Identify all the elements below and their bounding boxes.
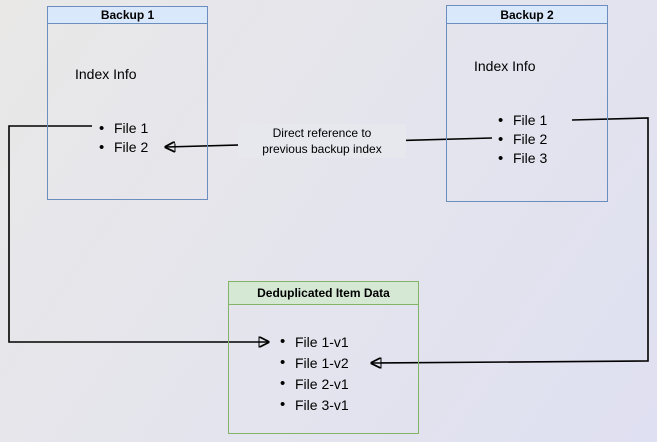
backup1-header: Backup 1 [48,7,207,24]
backup2-body: Index Info File 1 File 2 File [447,24,607,201]
bullet-icon [498,130,513,149]
bullet-icon [280,394,295,415]
backup1-index-info-label: Index Info [75,66,137,82]
deduplicated-item-data-box: Deduplicated Item Data File 1-v1 File 1-… [228,281,419,434]
file-label: File 1 [513,111,548,128]
bullet-icon [498,111,513,130]
file-label: File 3 [513,149,548,166]
file-version-label: File 1-v2 [295,354,349,371]
dedup-body: File 1-v1 File 1-v2 File 2-v1 Fi [229,305,418,433]
backup1-file-item: File 2 [99,138,207,157]
backup1-file-item: File 1 [99,119,207,138]
bullet-icon [280,373,295,394]
file-version-label: File 1-v1 [295,333,349,350]
connector-label-line1: Direct reference to [272,126,372,140]
dedup-file-item: File 1-v2 [280,352,418,373]
backup2-file-list: File 1 File 2 File 3 [474,111,607,168]
bullet-icon [280,352,295,373]
backup1-box: Backup 1 Index Info File 1 File 2 [47,6,208,200]
bullet-icon [99,138,114,157]
file-version-label: File 3-v1 [295,396,349,413]
backup2-file-item: File 3 [498,149,607,168]
connector-label: Direct reference to previous backup inde… [238,124,406,158]
backup2-file-item: File 2 [498,130,607,149]
file-label: File 2 [114,139,149,155]
dedup-file-item: File 2-v1 [280,373,418,394]
backup1-file-list: File 1 File 2 [75,119,207,157]
backup2-box: Backup 2 Index Info File 1 File 2 [446,5,608,202]
backup2-header: Backup 2 [447,6,607,24]
backup2-file-item: File 1 [498,111,607,130]
bullet-icon [280,331,295,352]
dedup-file-item: File 1-v1 [280,331,418,352]
dedup-file-item: File 3-v1 [280,394,418,415]
backup1-body: Index Info File 1 File 2 [48,24,207,199]
bullet-icon [99,119,114,138]
dedup-file-list: File 1-v1 File 1-v2 File 2-v1 Fi [256,331,418,415]
connector-backup1-file1-to-dedup-file1v1 [8,125,268,342]
bullet-icon [498,149,513,168]
dedup-header: Deduplicated Item Data [229,282,418,305]
connector-label-line2: previous backup index [262,142,382,156]
file-label: File 1 [114,120,149,136]
connector-backup2-file1-to-dedup-file1v2 [372,117,649,363]
file-version-label: File 2-v1 [295,375,349,392]
file-label: File 2 [513,130,548,147]
backup2-index-info-label: Index Info [474,57,536,74]
